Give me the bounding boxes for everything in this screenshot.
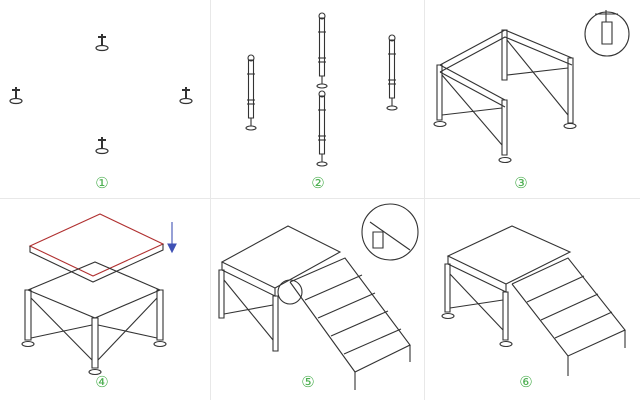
step-label-4: ④: [95, 373, 109, 391]
panel-1-feet: [9, 33, 193, 155]
post-icon: [316, 90, 328, 167]
step-label-6: ⑥: [519, 373, 533, 391]
foot-icon: [95, 33, 109, 52]
post-icon: [245, 54, 257, 131]
step-label-2: ②: [311, 174, 325, 192]
panel-3-frame: [433, 10, 629, 164]
step-label-5: ⑤: [301, 373, 315, 391]
post-icon: [316, 12, 328, 89]
foot-icon: [9, 86, 23, 105]
step-label-3: ③: [514, 174, 528, 192]
panel-6-finished-stage: [441, 226, 625, 376]
foot-icon: [95, 136, 109, 155]
panel-2-posts: [245, 12, 398, 167]
panel-4-platform: [21, 214, 176, 376]
post-icon: [386, 34, 398, 111]
divider-horizontal: [0, 198, 640, 199]
divider-vertical-left: [210, 0, 211, 400]
foot-icon: [179, 86, 193, 105]
step-label-1: ①: [95, 174, 109, 192]
panel-5-stairs: [219, 204, 418, 390]
divider-vertical-right: [424, 0, 425, 400]
